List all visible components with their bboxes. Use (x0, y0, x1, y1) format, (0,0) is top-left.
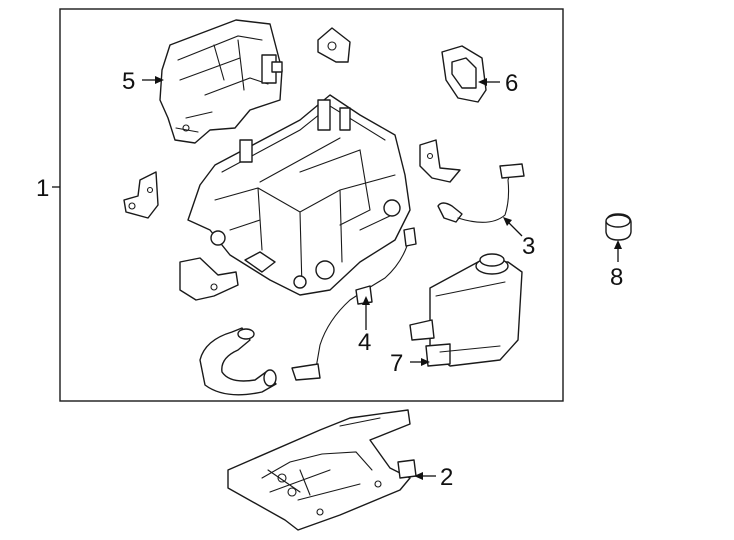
assembly-frame (59, 8, 564, 402)
callout-3: 3 (522, 233, 535, 260)
bracket-left[interactable] (123, 171, 159, 219)
bracket-right[interactable] (419, 139, 461, 183)
leader-6 (478, 78, 500, 86)
callout-4: 4 (358, 329, 371, 356)
bracket-upper-mid[interactable] (317, 27, 351, 63)
part-1-main-module[interactable] (187, 94, 411, 296)
bracket-lower-left[interactable] (179, 257, 239, 301)
callout-5: 5 (122, 68, 135, 95)
leader-3 (503, 217, 523, 237)
leader-4 (362, 296, 370, 330)
part-8-cap[interactable] (605, 213, 632, 241)
part-3-cable[interactable] (437, 163, 525, 223)
part-2-mounting-plate[interactable] (227, 409, 417, 531)
part-5-junction-block[interactable] (159, 19, 283, 144)
leader-2 (414, 472, 436, 480)
callout-8: 8 (610, 264, 623, 291)
coolant-hose[interactable] (199, 327, 277, 396)
part-6-gasket[interactable] (441, 45, 487, 103)
leader-8 (614, 240, 622, 262)
leader-7 (410, 358, 430, 366)
callout-1: 1 (36, 175, 49, 202)
callout-2: 2 (440, 464, 453, 491)
part-7-coolant-reservoir[interactable] (409, 253, 523, 367)
callout-7: 7 (390, 350, 403, 377)
leader-5 (142, 76, 164, 84)
callout-6: 6 (505, 70, 518, 97)
part-4-cable[interactable] (291, 227, 417, 381)
